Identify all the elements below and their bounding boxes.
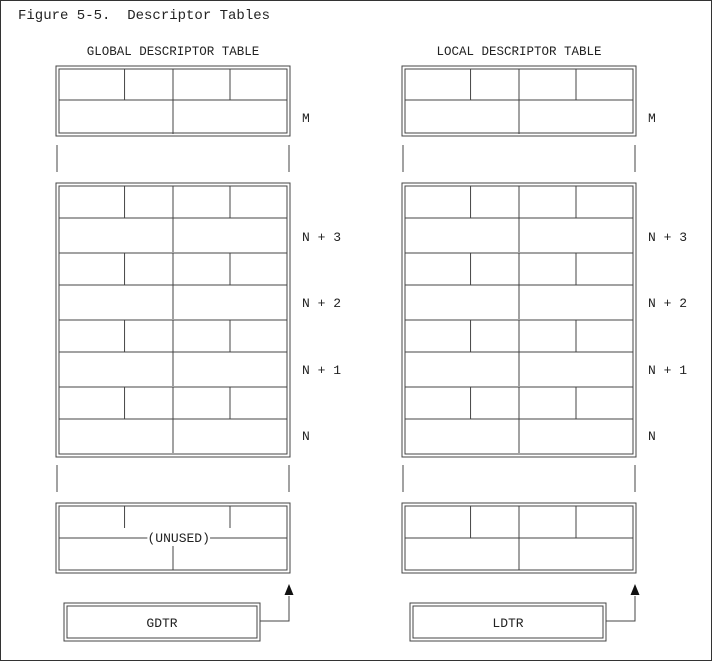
gdt-block-zero-outer <box>55 502 291 574</box>
ldt-block-n-outer <box>401 182 637 458</box>
ldt-block-zero-outer <box>401 502 637 574</box>
ldt-register-box-outer <box>409 602 607 642</box>
gdt-block-m-outer <box>55 65 291 137</box>
ldt-register-box-inner <box>412 605 604 639</box>
gdt-label-m: M <box>302 111 310 126</box>
ldt-register-label: LDTR <box>492 616 523 631</box>
local-descriptor-table-group: LOCAL DESCRIPTOR TABLE M N + 3 N + 2 N + 1 N L… <box>401 45 687 642</box>
ldt-register-connector <box>606 596 636 622</box>
gdt-block-n-outer <box>55 182 291 458</box>
ldt-title: LOCAL DESCRIPTOR TABLE <box>436 45 601 59</box>
ldt-label-2: N + 2 <box>648 296 687 311</box>
ldt-label-m: M <box>648 111 656 126</box>
figure-title: Figure 5-5. Descriptor Tables <box>18 8 271 24</box>
gdt-register-arrowhead <box>284 584 294 595</box>
gdt-label-2: N + 2 <box>302 296 341 311</box>
gdt-register-label: GDTR <box>146 616 177 631</box>
gdt-unused-label: (UNUSED) <box>147 531 209 546</box>
gdt-label-3: N + 1 <box>302 363 341 378</box>
ldt-register-arrowhead <box>630 584 640 595</box>
gdt-register-box-outer <box>63 602 261 642</box>
ldt-label-4: N <box>648 429 656 444</box>
ldt-block-m-outer <box>401 65 637 137</box>
ldt-label-1: N + 3 <box>648 230 687 245</box>
gdt-title: GLOBAL DESCRIPTOR TABLE <box>87 45 260 59</box>
gdt-register-box-inner <box>66 605 258 639</box>
gdt-register-connector <box>260 596 290 622</box>
global-descriptor-table-group: GLOBAL DESCRIPTOR TABLE M N + 3 N + 2 N + 1 N… <box>55 45 341 642</box>
ldt-label-3: N + 1 <box>648 363 687 378</box>
gdt-label-4: N <box>302 429 310 444</box>
gdt-label-1: N + 3 <box>302 230 341 245</box>
